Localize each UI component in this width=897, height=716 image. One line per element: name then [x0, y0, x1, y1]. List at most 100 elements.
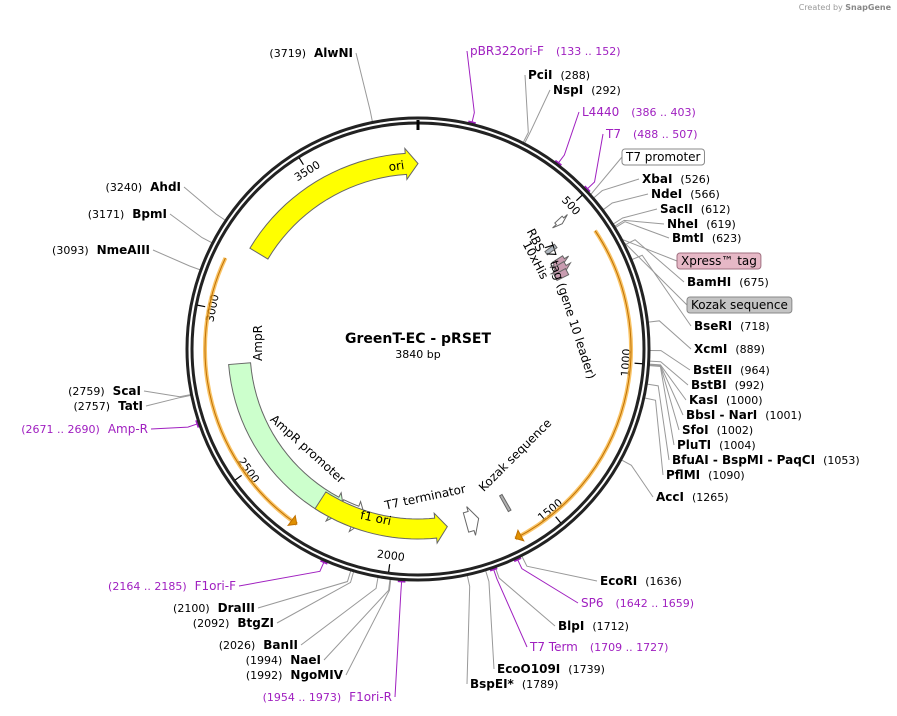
site-leader-bsteii — [649, 350, 691, 371]
site-bsteii-name: BstEII — [693, 363, 732, 377]
site-tati-position: (2757) — [73, 400, 110, 413]
plasmid-name: GreenT-EC - pRSET — [345, 331, 492, 347]
site-leader-banii — [300, 577, 379, 646]
tick-3500 — [298, 157, 304, 166]
primer-sp6-range: (1642 .. 1659) — [616, 597, 695, 610]
tick-1500 — [555, 516, 562, 524]
site-ecoo109i-position: (1739) — [568, 663, 605, 676]
tick-label-2000: 2000 — [376, 547, 405, 564]
site-ecori-name: EcoRI — [600, 574, 637, 588]
tick-label-1500: 1500 — [535, 496, 565, 524]
feature-xpress-tag — [553, 267, 570, 282]
primer-leader-sp6 — [516, 558, 579, 604]
site-bstbi-position: (992) — [735, 379, 765, 392]
site-pcii-name: PciI — [528, 68, 553, 82]
site-bamhi-position: (675) — [739, 276, 769, 289]
site-naei-position: (1994) — [246, 654, 283, 667]
callout-leader-1 — [622, 239, 678, 262]
primer-l4440-range: (386 .. 403) — [631, 106, 696, 119]
primer-leader-amp-r — [150, 423, 199, 430]
site-bpmi-name: BpmI — [132, 207, 167, 221]
primer-mark-t7-term — [489, 567, 498, 572]
site-btgzi-position: (2092) — [193, 617, 230, 630]
tick-2500 — [234, 474, 242, 481]
map-labels: AlwNI(3719)PciI(288)NspI(292)XbaI(526)Nd… — [21, 44, 859, 704]
site-acci-position: (1265) — [692, 491, 729, 504]
primer-f1ori-r-range: (1954 .. 1973) — [263, 691, 342, 704]
callout-leader-0 — [590, 156, 623, 195]
site-xcmi-name: XcmI — [694, 342, 727, 356]
primer-mark-t7 — [583, 185, 591, 193]
site-ngomiv-name: NgoMIV — [290, 668, 343, 682]
site-bseri-name: BseRI — [694, 319, 732, 333]
site-ngomiv-position: (1992) — [246, 669, 283, 682]
orf-arcs — [203, 229, 633, 542]
site-leader-naei — [323, 579, 391, 661]
primer-leader-f1ori-r — [394, 580, 403, 698]
site-bsteii-position: (964) — [740, 364, 770, 377]
site-bspei-name: BspEI* — [470, 677, 515, 691]
site-tati-name: TatI — [118, 399, 143, 413]
site-bbsi-nari-position: (1001) — [765, 409, 802, 422]
callout-kozak-sequence-text: Kozak sequence — [691, 298, 788, 312]
primer-mark-l4440 — [554, 159, 562, 167]
primer-mark-pbr322ori-f — [468, 120, 476, 125]
site-kasi-name: KasI — [689, 393, 718, 407]
primer-t7-term-range: (1709 .. 1727) — [590, 641, 669, 654]
site-alwni-name: AlwNI — [314, 46, 353, 60]
tick-2000 — [388, 564, 391, 573]
site-leader-bpmi — [169, 213, 213, 244]
site-pcii-position: (288) — [561, 69, 591, 82]
orf-arc-ampr-line — [204, 257, 298, 525]
primer-sp6-name: SP6 — [581, 596, 604, 610]
site-leader-pflmi — [644, 397, 664, 476]
site-bamhi-name: BamHI — [687, 275, 731, 289]
site-acci-name: AccI — [656, 490, 684, 504]
site-blpi-position: (1712) — [592, 620, 629, 633]
site-pluti-name: PluTI — [677, 438, 711, 452]
feature-kozak-sequence — [498, 493, 512, 513]
tick-3000 — [197, 304, 206, 308]
site-bfuai-bspmi-paqci-position: (1053) — [823, 454, 860, 467]
site-scai-name: ScaI — [113, 384, 141, 398]
site-nmeaiii-position: (3093) — [52, 244, 89, 257]
backbone-outer-strand — [185, 116, 651, 582]
primer-amp-r-name: Amp-R — [108, 422, 148, 436]
site-ahdi-name: AhdI — [150, 180, 181, 194]
callout-t7-promoter-text: T7 promoter — [625, 150, 701, 164]
site-leader-bspei — [466, 575, 471, 685]
feature-ori — [249, 146, 419, 260]
site-leader-scai — [143, 390, 191, 398]
label-t7-terminator: T7 terminator — [382, 482, 467, 513]
site-bfuai-bspmi-paqci-name: BfuAI - BspMI - PaqCI — [672, 453, 815, 467]
primer-f1ori-f-name: F1ori-F — [195, 579, 236, 593]
site-leader-blpi — [494, 567, 556, 627]
orf-arc-ampr-head — [287, 514, 298, 526]
site-leader-xcmi — [648, 320, 692, 350]
primer-mark-sp6 — [513, 557, 522, 563]
site-xbai-position: (526) — [680, 173, 710, 186]
site-leader-bmti — [615, 221, 670, 239]
site-leader-ngomiv — [345, 579, 392, 676]
site-nspi-position: (292) — [591, 84, 621, 97]
site-bmti-position: (623) — [712, 232, 742, 245]
label-ampr: AmpR — [251, 325, 265, 361]
tick-500 — [575, 194, 583, 202]
site-pluti-position: (1004) — [719, 439, 756, 452]
primer-leader-f1ori-f — [238, 561, 325, 587]
feature-rbs — [544, 243, 558, 256]
site-leader-draiii — [257, 570, 352, 609]
primer-leader-t7 — [586, 133, 604, 190]
primer-mark-f1ori-r — [397, 580, 406, 583]
primer-pbr322ori-f-range: (133 .. 152) — [556, 45, 621, 58]
site-banii-position: (2026) — [219, 639, 256, 652]
primer-t7-range: (488 .. 507) — [633, 128, 698, 141]
site-leader-ndei — [603, 193, 649, 210]
site-xcmi-position: (889) — [735, 343, 765, 356]
site-sfoi-name: SfoI — [682, 423, 709, 437]
site-naei-name: NaeI — [290, 653, 321, 667]
feature-f1-ori — [314, 491, 448, 545]
site-leader-bseri — [631, 254, 692, 327]
leader-lines — [143, 50, 692, 698]
